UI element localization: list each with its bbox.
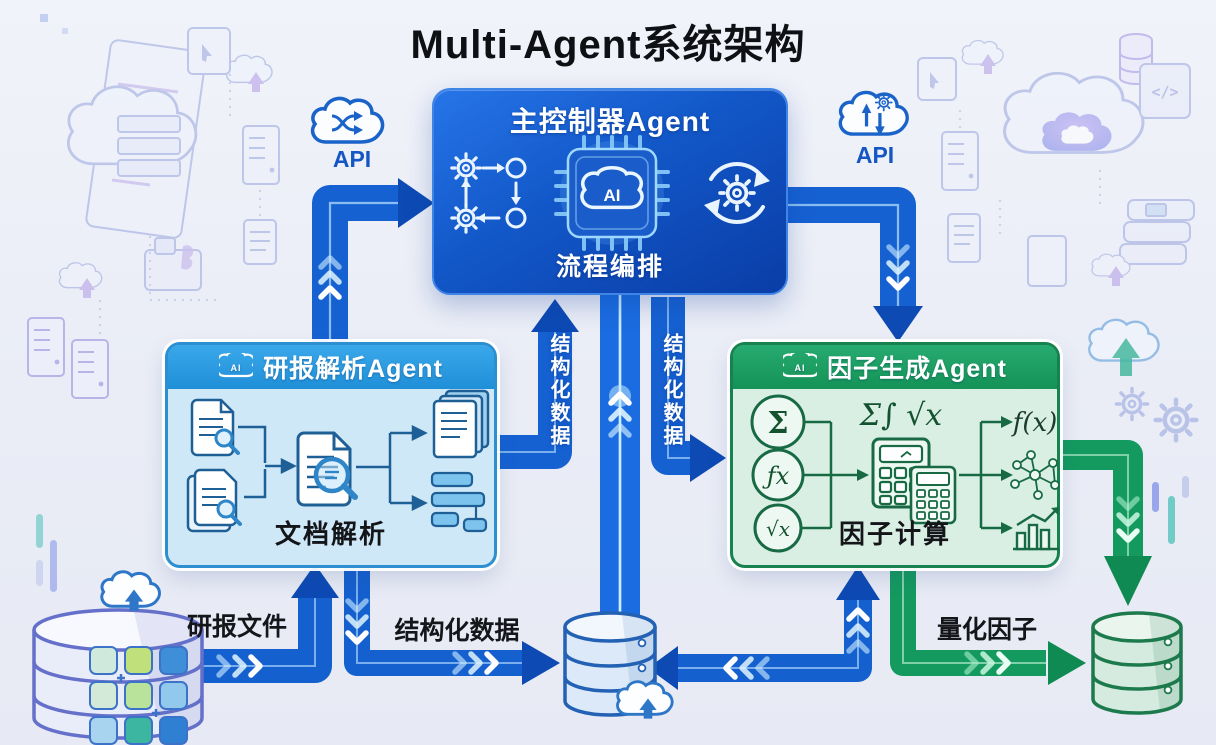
sync-gear-icon bbox=[704, 161, 770, 225]
arrow-structdata-to-db bbox=[344, 566, 560, 685]
decor-left-middle-cluster bbox=[27, 317, 109, 592]
workflow-icon bbox=[450, 152, 527, 234]
main-controller-agent-box: 主控制器Agent bbox=[432, 88, 788, 295]
math-header: Σ∫ √x bbox=[859, 398, 942, 433]
right-database-icon bbox=[1091, 611, 1183, 715]
ai-chip-icon: AI bbox=[554, 135, 670, 251]
brain-ai-icon: AI bbox=[783, 353, 818, 378]
flow-label-report-files: 研报文件 bbox=[186, 613, 287, 641]
page-title: Multi-Agent系统架构 bbox=[410, 23, 806, 67]
documents-stack-icon bbox=[432, 389, 490, 459]
calculator-icon bbox=[871, 437, 957, 525]
upload-cloud-icon bbox=[100, 570, 161, 611]
api-cloud-left-icon bbox=[310, 96, 385, 144]
svg-text:</>: </> bbox=[1151, 83, 1178, 101]
api-cloud-right-icon bbox=[838, 90, 909, 136]
right-agent-header: AI 因子生成Agent bbox=[733, 345, 1057, 389]
left-agent-header: AI 研报解析Agent bbox=[168, 345, 494, 389]
svg-text:AI: AI bbox=[795, 363, 806, 373]
left-agent-title: 研报解析Agent bbox=[263, 355, 443, 383]
factor-generation-agent-box: AI 因子生成Agent Σ ƒx √x Σ∫ √x bbox=[730, 342, 1060, 568]
right-agent-subtitle: 因子计算 bbox=[838, 519, 951, 549]
arrow-leftagent-to-controller bbox=[312, 178, 434, 346]
decor-right-middle-cluster bbox=[1088, 318, 1196, 544]
svg-text:AI: AI bbox=[231, 363, 242, 373]
flow-label-quant-factors: 量化因子 bbox=[936, 616, 1037, 644]
controller-icons: AI bbox=[450, 135, 770, 251]
fx-output-label: f(x) bbox=[1011, 408, 1058, 438]
report-parsing-agent-box: AI 研报解析Agent bbox=[165, 342, 497, 568]
decor-top-left-cluster bbox=[40, 14, 280, 340]
arrow-controller-structdata-right bbox=[651, 297, 726, 482]
upload-cloud-icon bbox=[616, 680, 674, 719]
decor-top-right-cluster: </> bbox=[917, 33, 1195, 287]
document-search-icon bbox=[186, 468, 242, 533]
arrow-controller-to-rightagent bbox=[786, 187, 923, 342]
chip-ai-label: AI bbox=[604, 186, 621, 205]
pipe-db-to-controller bbox=[600, 295, 640, 615]
shuffle-icon bbox=[331, 114, 355, 132]
right-agent-icons: Σ ƒx √x Σ∫ √x bbox=[750, 394, 1060, 553]
arrow-quantfactors bbox=[890, 566, 1086, 685]
left-agent-subtitle: 文档解析 bbox=[274, 519, 387, 549]
svg-text:ƒx: ƒx bbox=[762, 462, 790, 490]
left-agent-icons bbox=[186, 389, 490, 533]
arrow-leftagent-structdata-up bbox=[495, 299, 579, 469]
api-label-left: API bbox=[332, 146, 372, 172]
flow-label-structured-db: 结构化数据 bbox=[394, 617, 520, 645]
svg-text:Σ: Σ bbox=[767, 406, 788, 441]
brain-ai-icon: AI bbox=[219, 353, 254, 378]
document-parse-icon bbox=[296, 431, 358, 507]
flow-label-structured-right: 结构化数据 bbox=[660, 333, 682, 448]
api-label-right: API bbox=[855, 142, 895, 168]
svg-text:√x: √x bbox=[766, 517, 790, 541]
arrow-rightagent-to-db bbox=[1058, 440, 1152, 606]
bar-chart-icon bbox=[1013, 507, 1059, 551]
data-grid-icon bbox=[89, 646, 188, 745]
flow-label-structured-up: 结构化数据 bbox=[547, 333, 569, 448]
controller-title: 主控制器Agent bbox=[509, 106, 711, 137]
arrow-db-rightagent-bidirectional bbox=[648, 566, 880, 690]
flowchart-blocks-icon bbox=[430, 471, 488, 533]
document-search-icon bbox=[190, 398, 240, 457]
sync-arrows-icon bbox=[864, 111, 882, 129]
right-agent-title: 因子生成Agent bbox=[827, 355, 1007, 383]
neural-net-icon bbox=[1010, 450, 1060, 500]
controller-subtitle: 流程编排 bbox=[555, 253, 664, 281]
